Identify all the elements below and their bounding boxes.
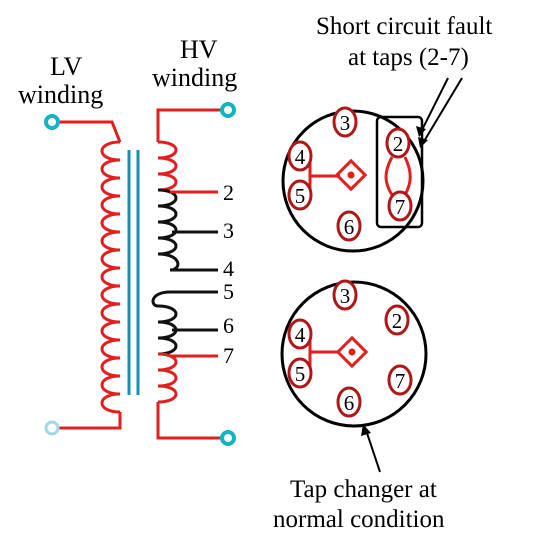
normal-contact-7-ring (387, 364, 413, 396)
lv-winding (44, 114, 122, 436)
fault-contact-5-ring (287, 179, 313, 211)
fault-selector-center (347, 171, 355, 179)
fault-label-line1: Short circuit fault (316, 13, 492, 40)
normal-selector-diamond (335, 335, 369, 369)
fault-callout: Short circuit fault at taps (2-7) (316, 13, 492, 148)
fault-contact-6: 6 (344, 215, 355, 239)
normal-contact-2-ring (384, 304, 410, 336)
normal-label-line1: Tap changer at (290, 476, 437, 503)
fault-callout-arrow-1 (420, 77, 449, 133)
tap-labels: 2 3 4 5 6 7 (223, 180, 234, 368)
fault-contact-6-ring (336, 210, 362, 242)
hv-coil-taps-5-7 (151, 290, 178, 356)
normal-contact-3: 3 (340, 284, 351, 308)
tap-label-5: 5 (223, 279, 234, 304)
normal-contact-2: 2 (392, 309, 403, 333)
fault-tap-changer-dial: 3 4 5 6 2 7 (281, 106, 425, 253)
hv-coil-lower (157, 352, 178, 404)
normal-contact-6-ring (336, 386, 362, 418)
lv-label-line1: LV (50, 52, 82, 81)
hv-coil-taps-2-4 (157, 188, 180, 272)
tap-label-4: 4 (223, 256, 234, 281)
hv-label-line1: HV (180, 35, 218, 64)
normal-contact-4-ring (287, 318, 313, 350)
fault-contact-3-ring (332, 106, 358, 138)
normal-contact-7: 7 (395, 369, 406, 393)
tap-label-3: 3 (223, 218, 234, 243)
normal-contact-6: 6 (344, 391, 355, 415)
normal-callout: Tap changer at normal condition (273, 424, 445, 533)
lv-top-terminal (44, 114, 60, 130)
tap-label-2: 2 (223, 180, 234, 205)
hv-bottom-lead (156, 402, 225, 440)
fault-highlight-box (375, 115, 424, 229)
fault-arrowhead-1 (416, 126, 426, 137)
hv-bottom-terminal (220, 430, 236, 446)
fault-arrowhead-2 (418, 137, 428, 148)
fault-contact-4-ring (287, 140, 313, 172)
normal-contact-5: 5 (295, 362, 306, 386)
fault-contact-5: 5 (295, 184, 306, 208)
normal-arrowhead (361, 424, 371, 436)
normal-tap-changer-dial: 3 4 5 6 2 7 (280, 279, 428, 428)
fault-contact-7-ring (387, 190, 413, 222)
fault-short-link (384, 156, 412, 196)
lv-bottom-terminal (44, 420, 60, 436)
hv-winding (151, 102, 236, 446)
lv-label-line2: winding (18, 80, 103, 109)
fault-callout-arrow-2 (422, 77, 463, 144)
transformer-core (127, 150, 140, 395)
hv-top-lead (156, 108, 225, 142)
hv-top-terminal (220, 102, 236, 118)
fault-contact-7: 7 (395, 195, 406, 219)
hv-coil-upper (157, 140, 178, 192)
tap-label-6: 6 (223, 313, 234, 338)
fault-contact-2: 2 (393, 132, 404, 156)
lv-coil (100, 140, 121, 414)
lv-bottom-lead (55, 412, 122, 430)
fault-label-line2: at taps (2-7) (348, 44, 469, 71)
normal-contact-5-ring (287, 357, 313, 389)
hv-label-line2: winding (152, 63, 237, 92)
normal-selector-center (348, 348, 356, 356)
fault-selector-diamond (334, 158, 368, 192)
fault-contact-4: 4 (295, 145, 306, 169)
normal-callout-arrow (365, 429, 381, 473)
fault-contact-3: 3 (340, 111, 351, 135)
lv-top-lead (55, 120, 122, 143)
normal-label-line2: normal condition (273, 506, 445, 533)
normal-contact-4: 4 (295, 323, 306, 347)
normal-contact-3-ring (332, 279, 358, 311)
tap-label-7: 7 (223, 343, 234, 368)
fault-contact-2-ring (385, 127, 411, 159)
